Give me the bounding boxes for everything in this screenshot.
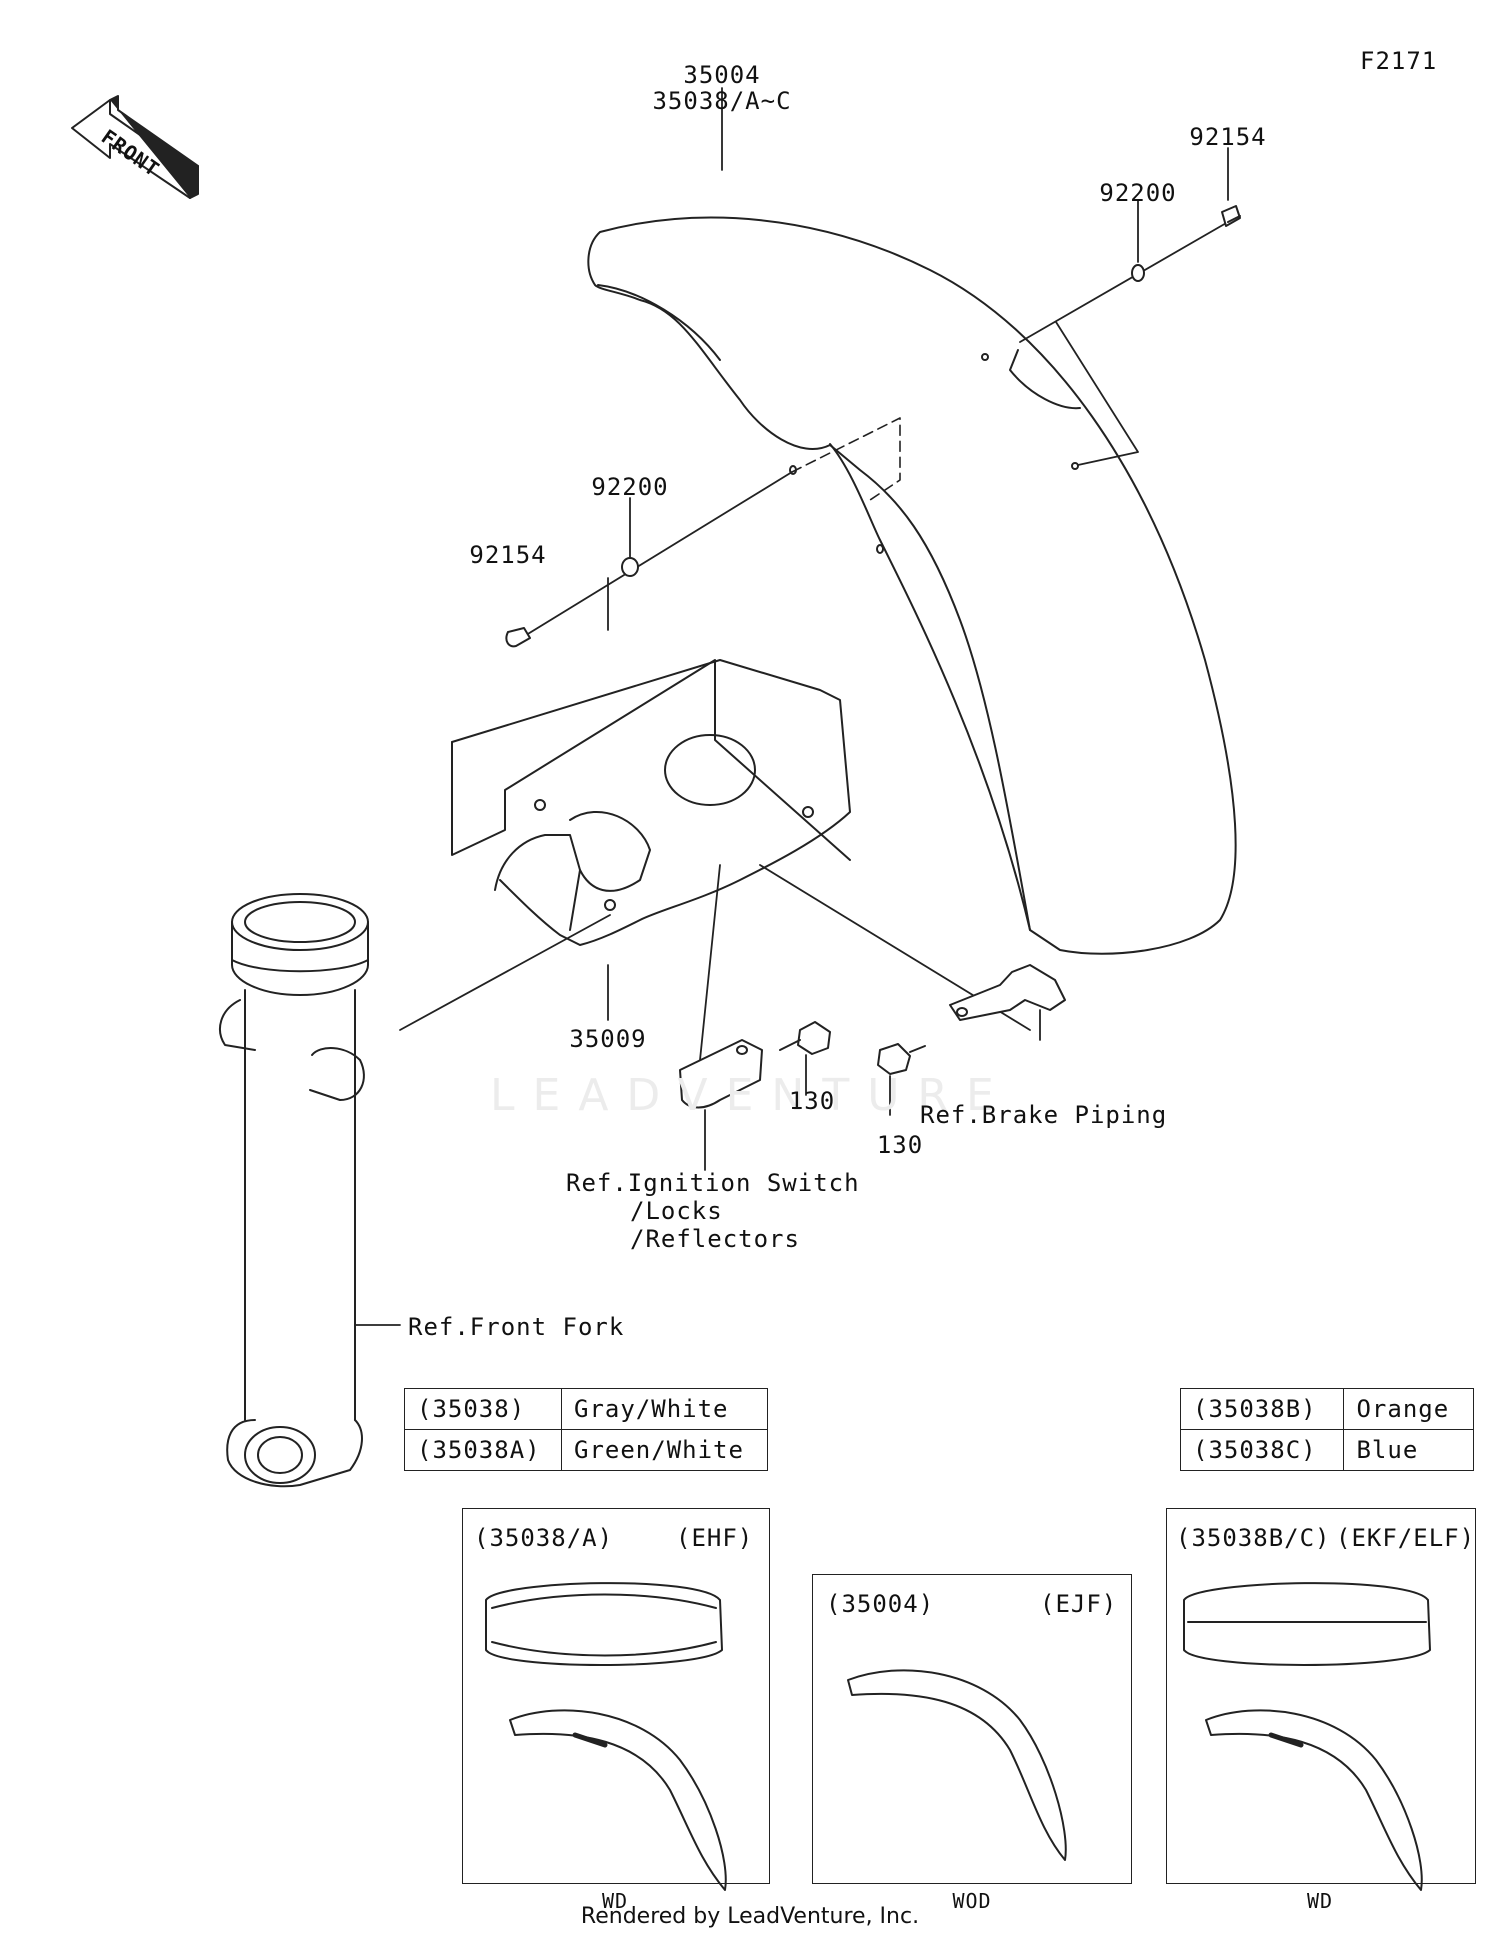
variant-2-part: (35004) [826,1590,935,1618]
callout-130-lower[interactable]: 130 [876,1131,924,1159]
bolt-92154-left [505,627,531,648]
callout-35004[interactable]: 35004 [683,61,761,89]
color-name: Blue [1343,1429,1474,1471]
color-code: (35038B) [1179,1388,1345,1430]
callout-92200-right[interactable]: 92200 [1099,179,1177,207]
color-table-right: (35038B) Orange (35038C) Blue [1179,1388,1474,1471]
ref-ignition-locks[interactable]: /Locks [630,1197,723,1225]
variant-1-fender-top [485,1582,723,1666]
color-table-left: (35038) Gray/White (35038A) Green/White [404,1388,768,1471]
ref-brake-piping[interactable]: Ref.Brake Piping [920,1101,1168,1129]
variant-1-caption: WD [601,1889,629,1913]
front-arrow-icon [71,95,199,199]
callout-130-upper[interactable]: 130 [788,1087,836,1115]
variant-3-caption: WD [1306,1889,1334,1913]
variant-3-fender-top [1183,1582,1431,1666]
front-fender [587,216,1237,955]
variant-box-2 [812,1574,1132,1884]
color-row: (35038B) Orange [1179,1388,1474,1430]
watermark: LEADVENTURE [490,1070,1012,1121]
ref-ignition-reflectors[interactable]: /Reflectors [630,1225,800,1253]
variant-1-fender-side [509,1709,727,1891]
washer-92200-left [621,557,639,577]
color-row: (35038C) Blue [1179,1429,1474,1471]
color-name: Gray/White [561,1388,768,1430]
variant-1-model: (EHF) [676,1524,754,1552]
callout-92154-left[interactable]: 92154 [469,541,547,569]
variant-2-caption: WOD [952,1889,992,1913]
variant-3-model: (EKF/ELF) [1336,1524,1476,1552]
color-code: (35038A) [404,1429,562,1471]
ref-ignition-switch[interactable]: Ref.Ignition Switch [566,1169,860,1197]
variant-2-model: (EJF) [1040,1590,1118,1618]
bolt-130-upper [779,1021,831,1055]
variant-3-fender-side [1205,1709,1423,1891]
color-code: (35038) [404,1388,562,1430]
variant-2-fender-side [847,1669,1067,1861]
ref-front-fork[interactable]: Ref.Front Fork [408,1313,625,1341]
callout-92154-right[interactable]: 92154 [1189,123,1267,151]
variant-box-1 [462,1508,770,1884]
washer-92200-right [1131,264,1145,282]
callout-92200-left[interactable]: 92200 [591,473,669,501]
front-fork-leg [219,893,369,1488]
bolt-130-lower [877,1043,926,1075]
color-row: (35038A) Green/White [404,1429,768,1471]
footer-credit: Rendered by LeadVenture, Inc. [580,1904,920,1929]
color-name: Green/White [561,1429,768,1471]
callout-35038[interactable]: 35038/A~C [652,87,792,115]
color-row: (35038) Gray/White [404,1388,768,1430]
diagram-id: F2171 [1360,47,1438,75]
bolt-92154-right [1221,205,1241,227]
color-code: (35038C) [1179,1429,1345,1471]
fender-bracket [451,659,851,946]
variant-box-3 [1166,1508,1476,1884]
ignition-bracket [679,1039,763,1109]
color-name: Orange [1343,1388,1474,1430]
callout-35009[interactable]: 35009 [569,1025,647,1053]
variant-3-part: (35038B/C) [1176,1524,1331,1552]
variant-1-part: (35038/A) [474,1524,614,1552]
brake-piping-clamp [949,964,1066,1021]
